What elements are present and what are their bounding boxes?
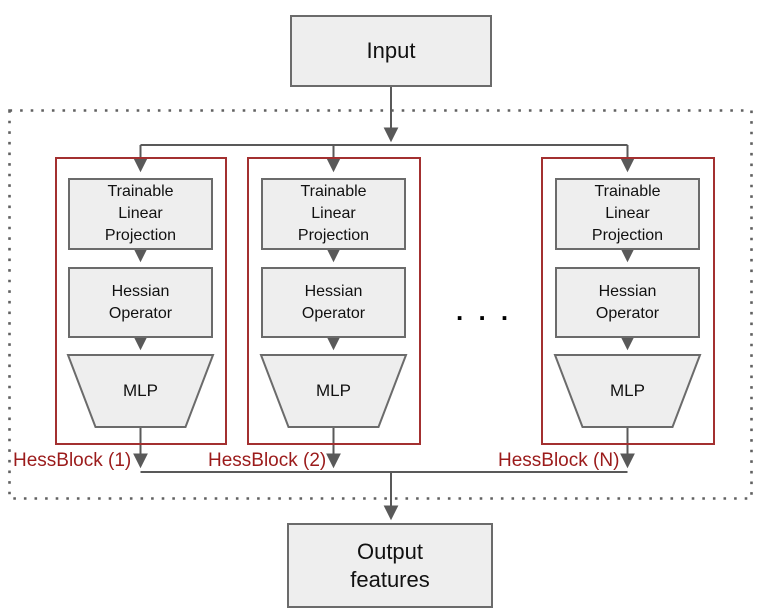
dotted-boundary [8,109,753,500]
hessblock-label-1: HessBlock (1) [13,450,132,471]
hessblock-label-N: HessBlock (N) [498,450,620,471]
linear-projection-node-N: Trainable Linear Projection [555,178,700,250]
linear-projection-node-1: Trainable Linear Projection [68,178,213,250]
hessian-operator-node-N: Hessian Operator [555,267,700,338]
mlp-node-label-N: MLP [610,381,645,400]
mlp-node-label-2: MLP [316,381,351,400]
hessian-operator-node-2: Hessian Operator [261,267,406,338]
mlp-trapezoid-N [553,354,702,428]
ellipsis-dots: . . . [456,296,513,326]
output-node: Output features [287,523,493,608]
hessblock-label-2: HessBlock (2) [208,450,327,471]
mlp-trapezoid-2 [259,354,408,428]
mlp-node-label-1: MLP [123,381,158,400]
input-node: Input [290,15,492,87]
hessian-operator-node-1: Hessian Operator [68,267,213,338]
linear-projection-node-2: Trainable Linear Projection [261,178,406,250]
mlp-trapezoid-1 [66,354,215,428]
